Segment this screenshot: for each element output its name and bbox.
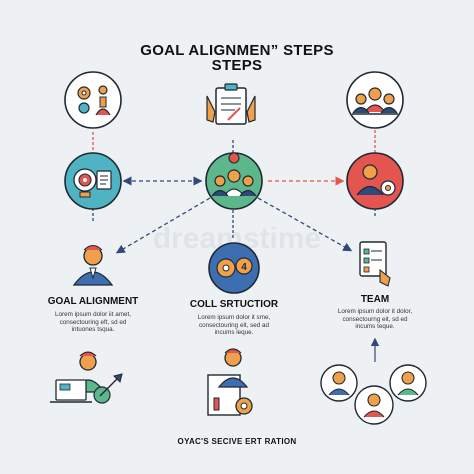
person-icon: [72, 244, 114, 286]
section-body-team: Lorem ipsum dolor it dolor, consectourng…: [337, 308, 413, 330]
team-circles-icon: [320, 364, 427, 425]
gear-team-icon: [64, 71, 122, 129]
gear-number-icon: 4: [208, 242, 260, 294]
checklist-icon: [359, 241, 391, 287]
connector-lines: [92, 130, 380, 362]
laptop-person-icon: [50, 351, 123, 404]
team-gear-icon: [205, 152, 263, 210]
footer-caption: OYAC'S SECIVE ERT RATION: [177, 437, 297, 446]
section-heading-coll: COLL SRTUCTIOR: [189, 299, 279, 310]
page-subtitle: STEPS: [211, 57, 263, 74]
svg-text:4: 4: [241, 262, 247, 273]
section-heading-team: TEAM: [360, 294, 390, 305]
target-document-icon: [64, 152, 122, 210]
team-meeting-icon: [346, 71, 404, 129]
clipboard-hands-icon: [206, 83, 256, 125]
person-gear-icon: [346, 152, 404, 210]
section-body-goal: Lorem ipsum dolor iit amet, consectourin…: [55, 311, 131, 333]
page-title: GOAL ALIGNMEN” STEPS: [140, 42, 334, 59]
presenter-gear-icon: [207, 348, 253, 416]
section-body-coll: Lorem ipsum dolor it sme, consectouring …: [197, 314, 271, 336]
section-heading-goal: GOAL ALIGNMENT: [47, 296, 139, 307]
